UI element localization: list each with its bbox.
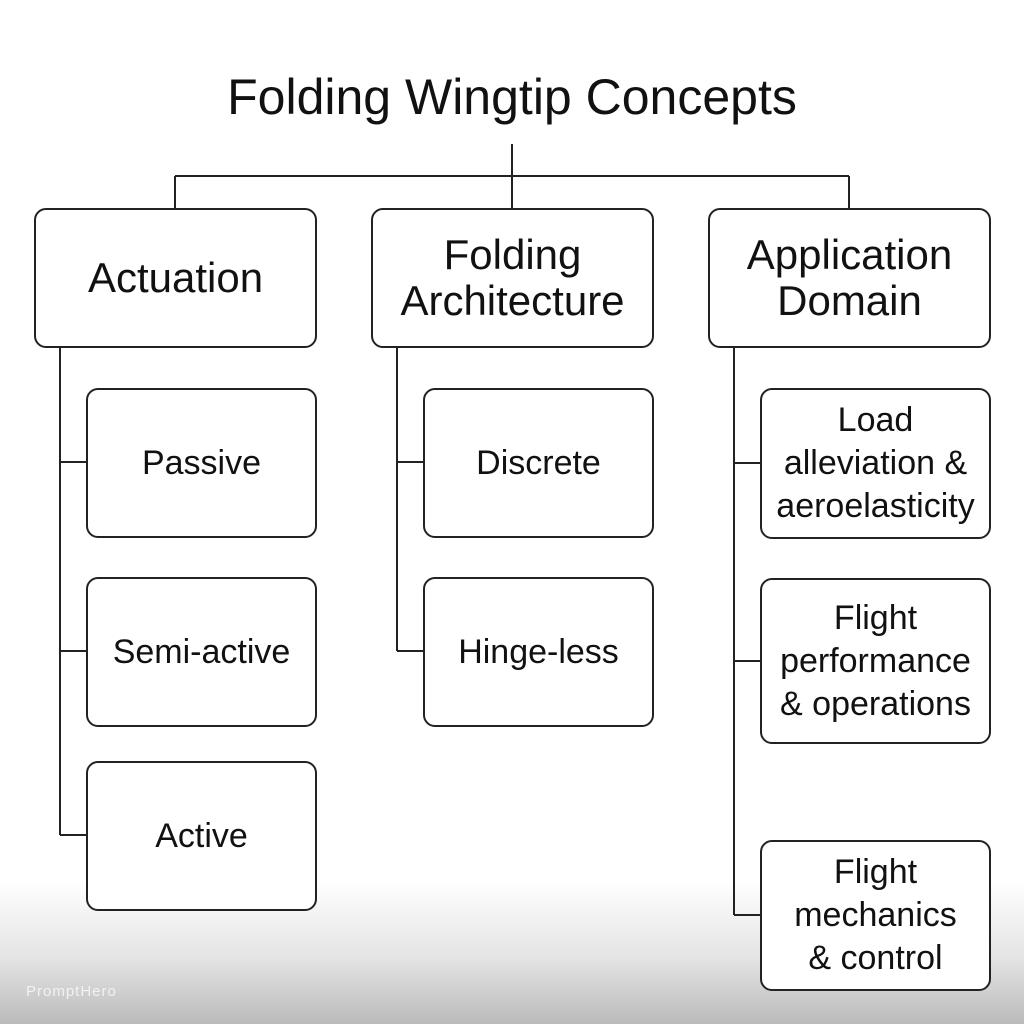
node-label: Active (155, 816, 248, 855)
node-label: Passive (141, 443, 262, 482)
node-label: Folding Architecture (400, 231, 625, 324)
node-flight-performance: Flight performance & operations (760, 578, 991, 744)
node-hinge-less: Hinge-less (423, 577, 654, 727)
node-label: Application Domain (746, 231, 953, 324)
node-folding-architecture: Folding Architecture (371, 208, 654, 348)
watermark-text: PromptHero (26, 983, 117, 1000)
node-application-domain: Application Domain (708, 208, 991, 348)
diagram-title: Folding Wingtip Concepts (227, 69, 797, 125)
node-actuation: Actuation (34, 208, 317, 348)
node-label: Flight performance & operations (780, 598, 971, 723)
node-passive: Passive (86, 388, 317, 538)
node-label: Hinge-less (458, 632, 619, 671)
node-label: Discrete (476, 443, 601, 482)
node-flight-mechanics: Flight mechanics & control (760, 840, 991, 991)
node-label: Actuation (87, 254, 264, 301)
node-active: Active (86, 761, 317, 911)
node-semi-active: Semi-active (86, 577, 317, 727)
node-label: Semi-active (112, 632, 291, 671)
node-label: Flight mechanics & control (794, 853, 957, 977)
node-discrete: Discrete (423, 388, 654, 538)
node-load-alleviation: Load alleviation & aeroelasticity (760, 388, 991, 539)
node-label: Load alleviation & aeroelasticity (776, 401, 975, 525)
